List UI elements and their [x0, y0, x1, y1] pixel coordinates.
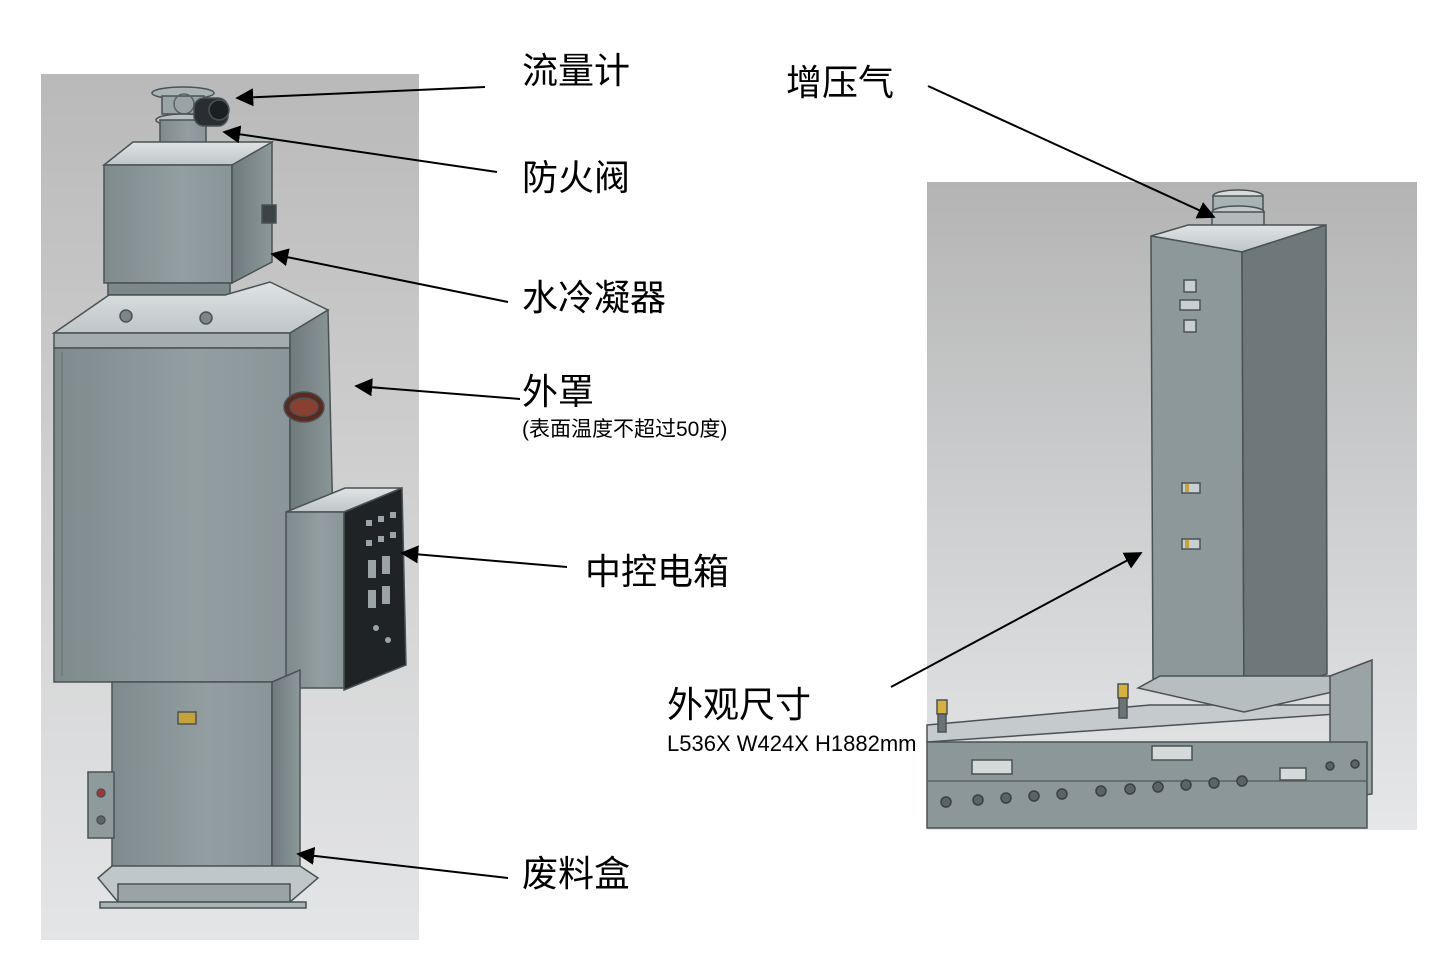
right-machine	[926, 189, 1373, 829]
label-outer-cover-note: (表面温度不超过50度)	[522, 418, 728, 441]
label-outer-cover: 外罩	[522, 372, 595, 413]
arrow-outer-cover	[354, 378, 521, 400]
arrow-dimensions	[890, 552, 1143, 688]
label-dimensions-value: L536X W424X H1882mm	[667, 731, 917, 756]
arrow-control-box	[400, 545, 568, 568]
label-dimensions-title: 外观尺寸	[667, 685, 812, 726]
label-fire-valve: 防火阀	[522, 158, 631, 199]
arrow-waste-box	[296, 846, 509, 879]
arrow-water-condenser	[270, 248, 509, 303]
label-water-condenser: 水冷凝器	[522, 278, 667, 319]
label-waste-box: 废料盒	[522, 854, 631, 895]
arrow-fire-valve	[222, 125, 498, 173]
label-booster-air: 增压气	[786, 63, 895, 104]
left-machine	[51, 86, 407, 909]
arrow-flowmeter	[235, 86, 486, 107]
label-flowmeter: 流量计	[522, 51, 631, 92]
arrow-booster-air	[927, 85, 1216, 219]
annotation-arrows	[222, 85, 1216, 879]
label-control-box: 中控电箱	[585, 552, 730, 593]
